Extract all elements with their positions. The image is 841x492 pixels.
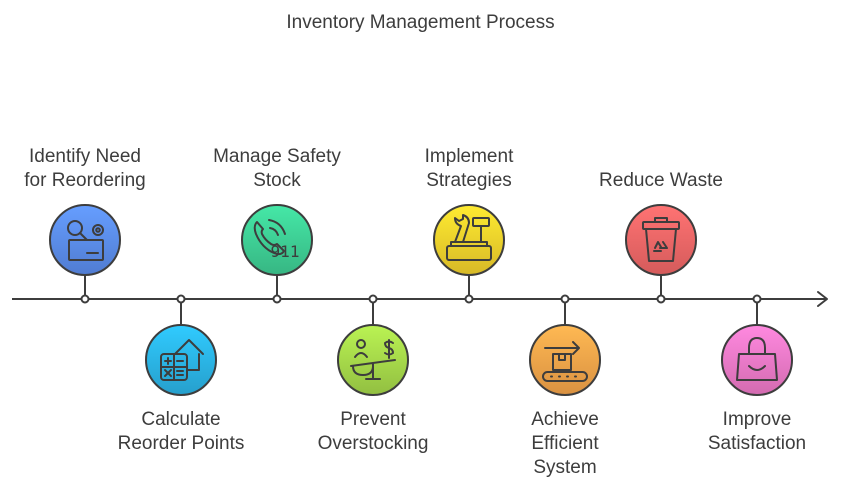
step-label-line: Achieve	[531, 409, 599, 430]
step-label-line: Reduce Waste	[599, 170, 723, 191]
timeline-node	[560, 294, 570, 304]
axis-arrow-icon	[817, 291, 828, 307]
step-circle	[625, 204, 697, 276]
step-label-line: Overstocking	[317, 433, 429, 454]
step-label: Reduce Waste	[586, 169, 736, 193]
recycle-bin-icon	[642, 217, 680, 262]
step-label-line: Identify Need	[29, 146, 141, 167]
svg-text:911: 911	[271, 242, 300, 261]
timeline-node	[80, 294, 90, 304]
step-label-line: Prevent	[340, 409, 406, 430]
calculator-house-icon	[160, 339, 204, 381]
timeline-node	[656, 294, 666, 304]
step-circle	[241, 204, 313, 276]
step-label-line: Manage Safety	[213, 146, 341, 167]
step-label-line: Strategies	[426, 170, 512, 191]
step-circle	[337, 324, 409, 396]
timeline-node	[752, 294, 762, 304]
step-circle	[721, 324, 793, 396]
timeline-node	[464, 294, 474, 304]
step-label-line: Improve	[722, 409, 792, 430]
timeline-node	[272, 294, 282, 304]
shopping-bag-smile-icon	[736, 337, 778, 381]
step-label-line: Stock	[253, 170, 301, 191]
toolbox-icon	[446, 214, 492, 261]
step-label-line: Efficient	[531, 433, 599, 454]
timeline-node	[368, 294, 378, 304]
step-label-line: System	[533, 457, 597, 478]
phone-911-icon: 911	[253, 219, 300, 261]
timeline-node	[176, 294, 186, 304]
step-label: Identify Need for Reordering	[10, 145, 160, 193]
diagram-title: Inventory Management Process	[286, 12, 555, 33]
step-label-line: Reorder Points	[117, 433, 245, 454]
step-label-line: for Reordering	[24, 170, 146, 191]
search-gear-box-icon	[67, 220, 104, 261]
step-label-line: Implement	[424, 146, 514, 167]
step-label-line: Calculate	[141, 409, 221, 430]
scale-balance-icon	[350, 339, 396, 380]
step-circle	[433, 204, 505, 276]
step-label-line: Satisfaction	[707, 433, 807, 454]
conveyor-box-icon	[542, 341, 588, 382]
